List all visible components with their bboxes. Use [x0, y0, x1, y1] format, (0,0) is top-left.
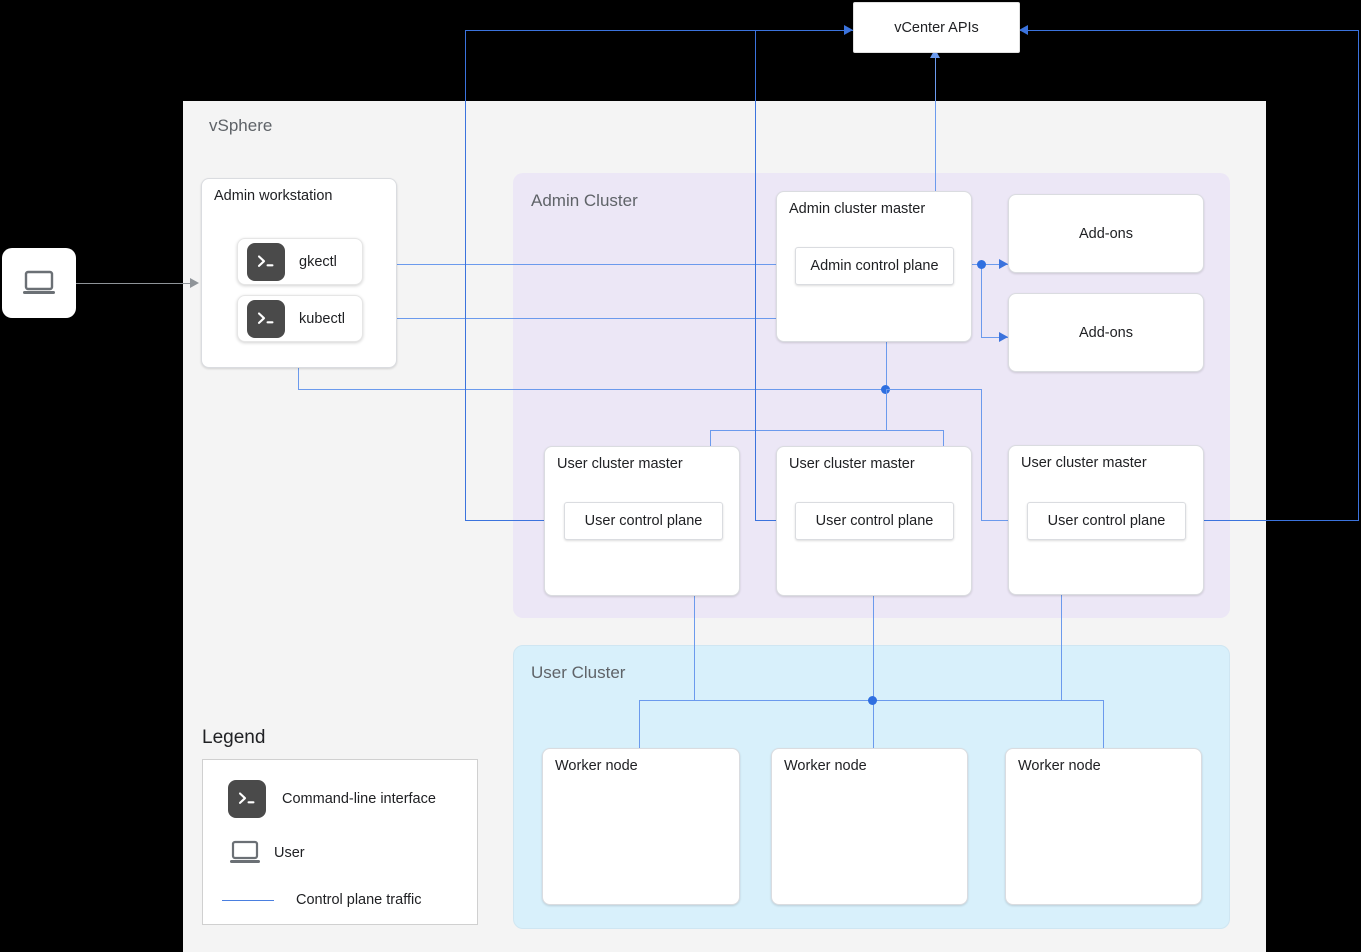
edge-left-top-to-vcenter [465, 30, 853, 31]
addons-box-2[interactable]: Add-ons [1008, 293, 1204, 372]
user-control-plane-label-1: User control plane [584, 513, 703, 529]
edge-fanout-down [886, 389, 887, 431]
edge-to-ucp3 [981, 520, 1018, 521]
laptop-icon [228, 840, 262, 866]
user-cluster-label: User Cluster [531, 663, 626, 682]
edge-fanout-right-down [981, 389, 982, 520]
edge-fanout-right [886, 389, 982, 390]
edge-ucp3-down [1061, 538, 1062, 700]
addons-label-1: Add-ons [1078, 225, 1133, 242]
cli-gkectl-label: gkectl [299, 253, 337, 270]
edge-to-addons2 [981, 337, 1008, 338]
arrow-left-to-vcenter [844, 24, 853, 35]
junction-user-cluster-fanout [881, 385, 890, 394]
admin-control-plane-box[interactable]: Admin control plane [795, 247, 954, 285]
user-control-plane-box-1[interactable]: User control plane [564, 502, 723, 540]
arrow-right-to-vcenter [1019, 24, 1028, 35]
edge-mid-to-ucp2 [755, 520, 796, 521]
edge-ucp3-to-right [1184, 520, 1359, 521]
terminal-icon [247, 242, 285, 281]
edge-fanout-horizontal [710, 430, 944, 431]
edge-admin-cp-to-vcenter [935, 56, 936, 248]
junction-addons-fanout [977, 260, 986, 269]
user-control-plane-label-3: User control plane [1047, 513, 1166, 529]
worker-node-title-3: Worker node [1018, 758, 1101, 774]
worker-node-box-3[interactable]: Worker node [1005, 748, 1202, 905]
edge-ucp1-down [694, 538, 695, 700]
cli-kubectl-label: kubectl [299, 310, 345, 327]
admin-cluster-label: Admin Cluster [531, 191, 638, 210]
user-cluster-master-title-1: User cluster master [557, 456, 683, 472]
edge-mid-vertical [755, 30, 756, 520]
legend-title: Legend [202, 727, 266, 748]
cli-gkectl[interactable]: gkectl [237, 238, 363, 285]
terminal-icon [228, 780, 266, 818]
line-swatch-icon [222, 899, 274, 901]
edge-right-top-to-vcenter [1018, 30, 1359, 31]
edge-bus-to-worker1 [639, 700, 640, 748]
admin-cluster-master-title: Admin cluster master [789, 201, 926, 217]
arrow-user-to-vsphere [190, 277, 199, 288]
user-node[interactable] [2, 248, 76, 318]
edge-user-to-vsphere [76, 283, 192, 284]
edge-kubectl-right [360, 318, 876, 319]
edge-kubectl-to-fanout [298, 389, 887, 390]
addons-label-2: Add-ons [1078, 324, 1133, 341]
vcenter-apis-box[interactable]: vCenter APIs [853, 2, 1020, 53]
edge-left-vertical [465, 30, 466, 520]
legend-label-traffic: Control plane traffic [296, 892, 422, 908]
edge-ucp2-down [873, 538, 874, 748]
edge-gkectl-to-admin-cp [360, 264, 785, 265]
arrow-addons2 [999, 331, 1008, 342]
vsphere-label: vSphere [209, 116, 273, 135]
worker-node-box-1[interactable]: Worker node [542, 748, 740, 905]
arrow-addons1 [999, 258, 1008, 269]
addons-box-1[interactable]: Add-ons [1008, 194, 1204, 273]
edge-right-vertical [1358, 30, 1359, 520]
edge-bus-to-worker3 [1103, 700, 1104, 748]
cli-kubectl[interactable]: kubectl [237, 295, 363, 342]
worker-node-title-1: Worker node [555, 758, 638, 774]
user-control-plane-label-2: User control plane [815, 513, 934, 529]
user-control-plane-box-2[interactable]: User control plane [795, 502, 954, 540]
user-control-plane-box-3[interactable]: User control plane [1027, 502, 1186, 540]
edge-addons-fanout-vertical [981, 264, 982, 337]
legend-item-cli: Command-line interface [228, 780, 436, 818]
worker-node-title-2: Worker node [784, 758, 867, 774]
legend-label-cli: Command-line interface [282, 791, 436, 807]
legend-label-user: User [274, 845, 305, 861]
terminal-icon [247, 299, 285, 338]
legend-item-user: User [228, 840, 305, 866]
edge-left-to-ucp1 [465, 520, 565, 521]
laptop-icon [21, 269, 57, 297]
legend-item-traffic: Control plane traffic [222, 892, 421, 908]
user-cluster-master-title-2: User cluster master [789, 456, 915, 472]
vcenter-apis-label: vCenter APIs [894, 19, 979, 36]
worker-node-box-2[interactable]: Worker node [771, 748, 968, 905]
arrow-admin-cp-vcenter [930, 49, 940, 58]
user-cluster-master-title-3: User cluster master [1021, 455, 1147, 471]
admin-workstation-title: Admin workstation [214, 188, 333, 204]
admin-control-plane-label: Admin control plane [810, 258, 939, 274]
junction-worker-bus [868, 696, 877, 705]
